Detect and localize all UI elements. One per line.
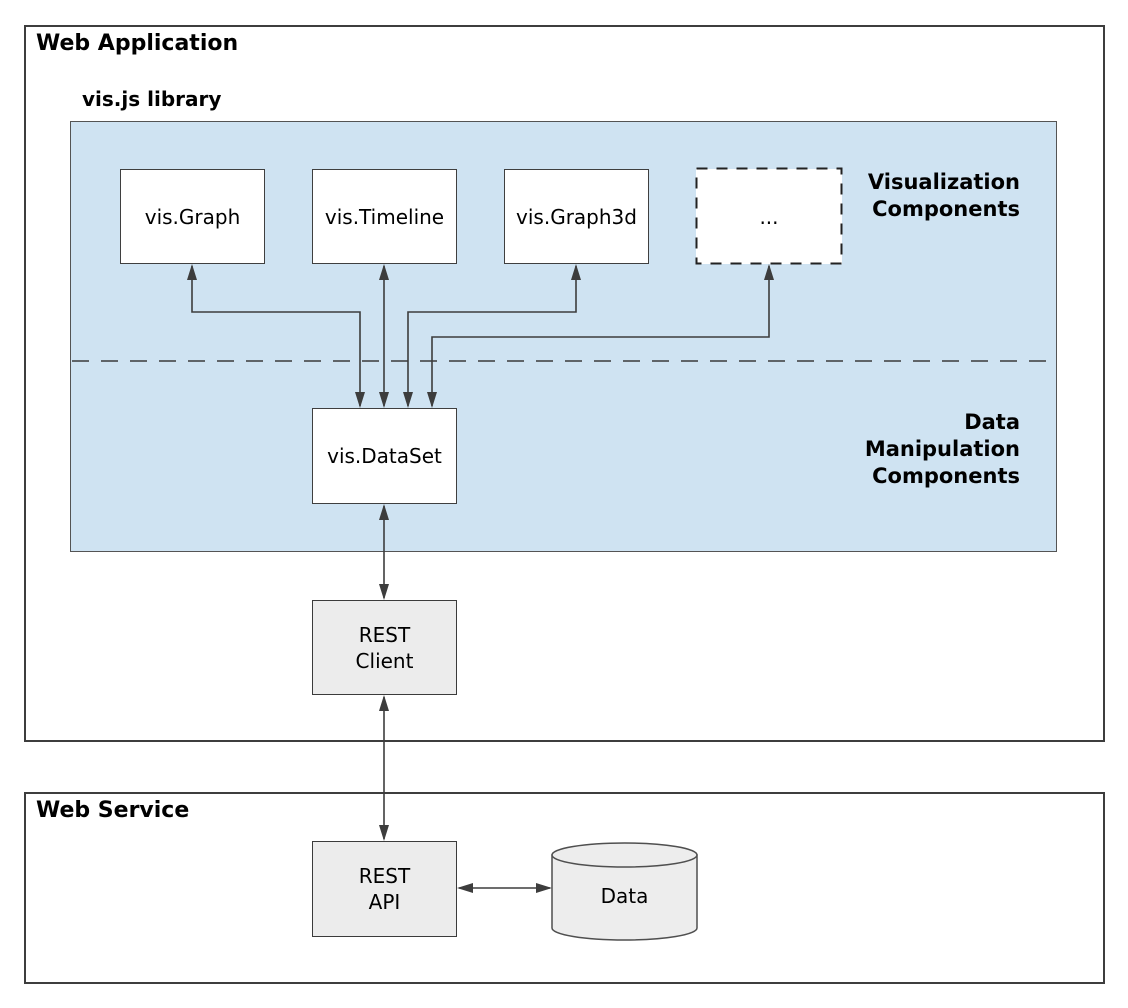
component-box-vis-graph: vis.Graph (120, 169, 265, 264)
rest-api-box: REST API (312, 841, 457, 937)
data-manipulation-components-label: Data Manipulation Components (830, 409, 1020, 490)
data-manipulation-label-line1: Data (964, 410, 1020, 434)
visualization-components-label-line1: Visualization (867, 170, 1020, 194)
component-box-vis-timeline: vis.Timeline (312, 169, 457, 264)
component-box-label: vis.Graph3d (516, 204, 637, 229)
visualization-components-label-line2: Components (872, 197, 1020, 221)
visualization-components-label: Visualization Components (830, 169, 1020, 223)
component-box-vis-graph3d: vis.Graph3d (504, 169, 649, 264)
web-service-title: Web Service (36, 798, 190, 823)
data-manipulation-label-line2: Manipulation (864, 437, 1020, 461)
rest-api-label-line2: API (368, 890, 401, 914)
component-box-label: vis.Graph (144, 204, 241, 229)
rest-client-box: REST Client (312, 600, 457, 695)
visjs-library-label: vis.js library (82, 87, 222, 111)
rest-api-label-line1: REST (358, 864, 411, 888)
component-box-label: vis.Timeline (324, 204, 445, 229)
dataset-box-label: vis.DataSet (327, 444, 442, 468)
dataset-box: vis.DataSet (312, 408, 457, 504)
data-manipulation-label-line3: Components (872, 464, 1020, 488)
rest-client-label-line2: Client (355, 648, 414, 673)
component-box-more: ... (696, 169, 842, 264)
component-box-label: ... (759, 204, 779, 229)
rest-client-label-line1: REST (358, 622, 411, 647)
web-application-title: Web Application (36, 31, 239, 56)
